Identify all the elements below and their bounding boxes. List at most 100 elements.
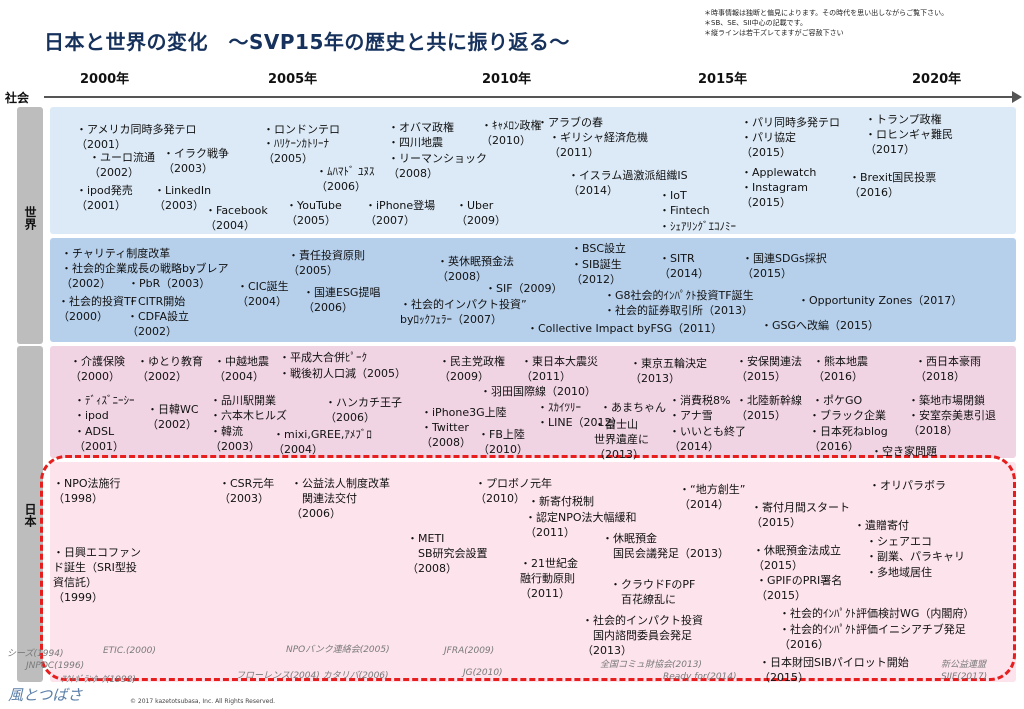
japan-social-item: ・社会的ｲﾝﾊﾟｸﾄ評価イニシアチブ発足 （2016） [779, 623, 966, 651]
company-logo: 風とつばさ [8, 686, 83, 704]
japan-label: 日本 [23, 503, 37, 527]
page-title: 日本と世界の変化 ～SVP15年の歴史と共に振り返る～ [44, 30, 570, 54]
org-founding-label: シーズ(1994) [7, 649, 64, 659]
japan-events-item: ・東日本大震災 （2011） [521, 355, 598, 383]
world-social-item: ・Opportunity Zones（2017） [798, 294, 963, 307]
world-events-item: ・ｼｪｱﾘﾝｸﾞｴｺﾉﾐｰ [659, 220, 736, 233]
japan-events-item: ・LINE（2012） [537, 416, 623, 429]
japan-social-item: ・休眠預金法成立 （2015） [753, 544, 841, 572]
world-events-item: ・YouTube （2005） [286, 199, 342, 227]
japan-events-item: ・ハンカチ王子 （2006） [325, 396, 402, 424]
world-events-item: ・オバマ政権 [388, 121, 454, 134]
japan-social-item: ・公益法人制度改革 関連法交付 （2006） [291, 477, 390, 520]
japan-social-item: ・休眠預金 国民会議発足（2013） [602, 532, 729, 560]
japan-social-item: ・寄付月間スタート （2015） [751, 501, 850, 529]
world-social-item: ・責任投資原則 （2005） [288, 249, 365, 277]
japan-events-item: ・空き家問題 [871, 445, 937, 458]
org-founding-label: JFRA(2009) [444, 646, 495, 656]
japan-events-item: ・中越地震 （2004） [214, 355, 269, 383]
japan-social-item: ・21世紀金 融行動原則 （2011） [520, 557, 578, 600]
year-label-2005: 2005年 [268, 72, 318, 87]
japan-social-item: ・日興エコファン ド誕生（SRI型投 資信託） （1999） [53, 546, 141, 604]
year-label-2020: 2020年 [912, 72, 962, 87]
japan-events-item: ・韓流 （2003） [210, 425, 260, 453]
world-events-item: ・ロヒンギャ難民 （2017） [865, 128, 953, 156]
japan-social-item: ・CSR元年 （2003） [219, 477, 275, 505]
year-label-2010: 2010年 [482, 72, 532, 87]
japan-events-item: ・いいとも終了 （2014） [669, 425, 746, 453]
world-events-item: ・Applewatch [741, 166, 817, 179]
japan-social-item: ・日本財団SIBパイロット開始 （2015） [759, 656, 909, 684]
japan-events-item: ・民主党政権 （2009） [439, 355, 505, 383]
japan-events-item: ・安室奈美恵引退 （2018） [908, 409, 996, 437]
world-social-item: ・CIC誕生 （2004） [237, 280, 289, 308]
world-events-item: ・Instagram （2015） [741, 181, 808, 209]
japan-social-item: ・認定NPO法大幅緩和 （2011） [525, 511, 637, 539]
japan-events-item: ・iPhone3G上陸 [421, 406, 507, 419]
japan-events-item: ・六本木ヒルズ [210, 409, 287, 422]
world-social-item: ・チャリティ制度改革 [61, 247, 171, 260]
japan-events-item: ・北陸新幹線 （2015） [736, 394, 802, 422]
japan-events-item: ・品川駅開業 [210, 394, 276, 407]
world-social-item: ・BSC設立 [571, 242, 627, 255]
world-social-item: ・SIF（2009） [485, 282, 563, 295]
japan-social-item: ・多地域居住 [866, 566, 932, 579]
japan-events-item: ・消費税8% [669, 394, 731, 407]
japan-events-item: ・富士山 世界遺産に （2013） [594, 418, 649, 461]
world-events-item: ・Facebook （2004） [205, 204, 268, 232]
japan-events-item: ・あまちゃん [600, 401, 666, 414]
world-events-item: ・Brexit国民投票 （2016） [849, 171, 937, 199]
world-events-item: ・リーマンショック （2008） [388, 152, 487, 180]
world-social-item: ・社会的投資TF （2000） [58, 295, 138, 323]
japan-events-item: ・ADSL （2001） [74, 425, 124, 453]
world-events-item: ・パリ同時多発テロ [741, 116, 840, 129]
japan-social-item: ・副業、パラキャリ [866, 550, 965, 563]
world-events-item: ・アメリカ同時多発テロ （2001） [76, 123, 197, 151]
japan-events-item: ・西日本豪雨 （2018） [915, 355, 981, 383]
japan-social-item: ・シェアエコ [866, 535, 932, 548]
japan-side-bar [17, 346, 43, 682]
world-social-item: ・社会的インパクト投資” byﾛｯｸﾌｪﾗｰ（2007） [400, 298, 527, 326]
world-social-item: ・英休眠預金法 （2008） [437, 255, 514, 283]
org-founding-label: SIIF(2017) [941, 672, 988, 682]
world-social-item: ・PbR（2003） [128, 277, 211, 290]
year-label-2000: 2000年 [80, 72, 130, 87]
world-social-band [50, 238, 1016, 342]
japan-events-item: ・東京五輪決定 （2013） [630, 357, 707, 385]
japan-social-item: ・社会的インパクト投資 国内諮問委員会発足 （2013） [582, 614, 703, 657]
notes: ＊時事情報は独断と偏見によります。その時代を思い出しながらご覧下さい。 ＊SB、… [704, 8, 1014, 38]
world-events-item: ・LinkedIn （2003） [154, 184, 212, 212]
japan-events-item: ・アナ雪 [669, 409, 713, 422]
japan-social-highlight [40, 455, 1016, 681]
japan-events-item: ・ブラック企業 [809, 409, 886, 422]
world-events-item: ・四川地震 [388, 136, 443, 149]
japan-social-item: ・遺贈寄付 [854, 519, 909, 532]
org-founding-label: フローレンス(2004) カタリバ(2006) [236, 671, 389, 681]
world-events-item: ・Fintech [659, 204, 710, 217]
world-events-item: ・ﾊﾘｹｰﾝｶﾄﾘｰﾅ （2005） [263, 137, 329, 165]
japan-events-item: ・ポケGO [812, 394, 863, 407]
world-events-item: ・イラク戦争 （2003） [163, 147, 229, 175]
world-social-item: ・社会的企業成長の戦略byブレア （2002） [61, 262, 229, 290]
world-social-item: ・GSGへ改編（2015） [761, 319, 880, 332]
note-line: ＊時事情報は独断と偏見によります。その時代を思い出しながらご覧下さい。 [704, 9, 949, 17]
world-social-item: ・Collective Impact byFSG（2011） [527, 322, 723, 335]
world-social-item: ・G8社会的ｲﾝﾊﾟｸﾄ投資TF誕生 [604, 289, 754, 302]
japan-events-item: ・ﾃﾞｨｽﾞﾆｰｼｰ [74, 394, 135, 407]
japan-events-item: ・ipod [74, 409, 109, 422]
japan-events-item: ・築地市場閉鎖 [908, 394, 985, 407]
year-label-2015: 2015年 [698, 72, 748, 87]
note-line: ＊SB、SE、SII中心の記載です。 [704, 19, 807, 27]
org-founding-label: ｱｸﾄﾎﾞﾗﾝﾀｰﾀ(1998) [61, 675, 136, 685]
org-founding-label: ETIC.(2000) [103, 646, 156, 656]
japan-social-band [50, 462, 1016, 682]
society-label: 社会 [5, 91, 30, 105]
org-founding-label: 新公益連盟 [941, 660, 987, 670]
world-events-item: ・トランプ政権 [865, 113, 942, 126]
world-events-item: ・アラブの春 [537, 116, 603, 129]
world-social-item: ・SIB誕生 （2012） [571, 258, 622, 286]
japan-events-item: ・羽田国際線（2010） [480, 385, 596, 398]
org-founding-label: 全国コミュ財協会(2013) [600, 660, 702, 670]
japan-social-item: ・GPIFのPRI署名 （2015） [756, 574, 843, 602]
org-founding-label: NPOバンク連絡会(2005) [286, 645, 390, 655]
